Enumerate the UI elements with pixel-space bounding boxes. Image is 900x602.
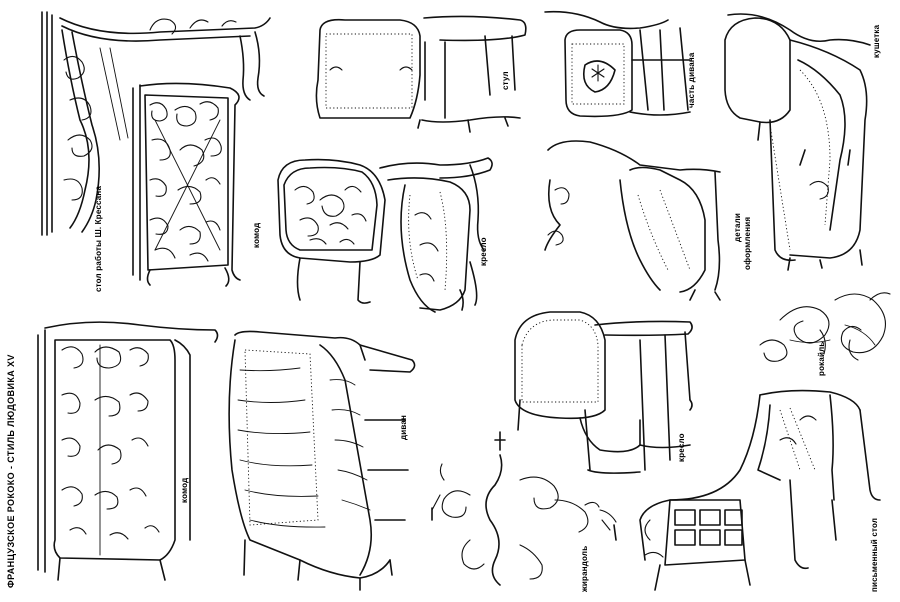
rocaille-drawing [759,292,891,362]
sofa-part-drawing [544,10,691,118]
sofa-drawing [228,330,416,591]
chair-drawing [315,15,527,133]
label-armchair-1: кресло [479,237,488,266]
commode-bottom-drawing [37,321,219,581]
label-commode-top: комод [252,222,261,248]
sheet-title: ФРАНЦУЗСКОЕ РОКОКО - СТИЛЬ ЛЮДОВИКА XV [6,354,16,588]
details-drawing [544,140,721,301]
label-commode-bottom: комод [180,477,189,503]
label-details: детали [733,213,742,242]
armchair-1-drawing [277,157,493,313]
commode-top-drawing [132,82,241,287]
label-armchair-2: кресло [677,433,686,462]
girandole-drawing [431,431,617,586]
writing-desk-drawing [639,389,881,591]
armchair-2-drawing [514,311,693,474]
label-couchette: кушетка [872,24,881,58]
cressent-table-drawing [41,11,271,236]
label-writing-desk: письменный стол [870,517,879,592]
label-rocaille: рокайль [817,341,826,376]
label-chair: стул [501,71,510,90]
label-sofa: диван [399,414,408,440]
label-cressent-table: стол работы Ш. Крессана [94,185,103,292]
couchette-drawing [724,13,871,271]
label-sofa-part: часть дивана [687,52,696,108]
label-details-2: оформления [743,216,752,270]
label-girandole: жирандоль [580,545,589,592]
